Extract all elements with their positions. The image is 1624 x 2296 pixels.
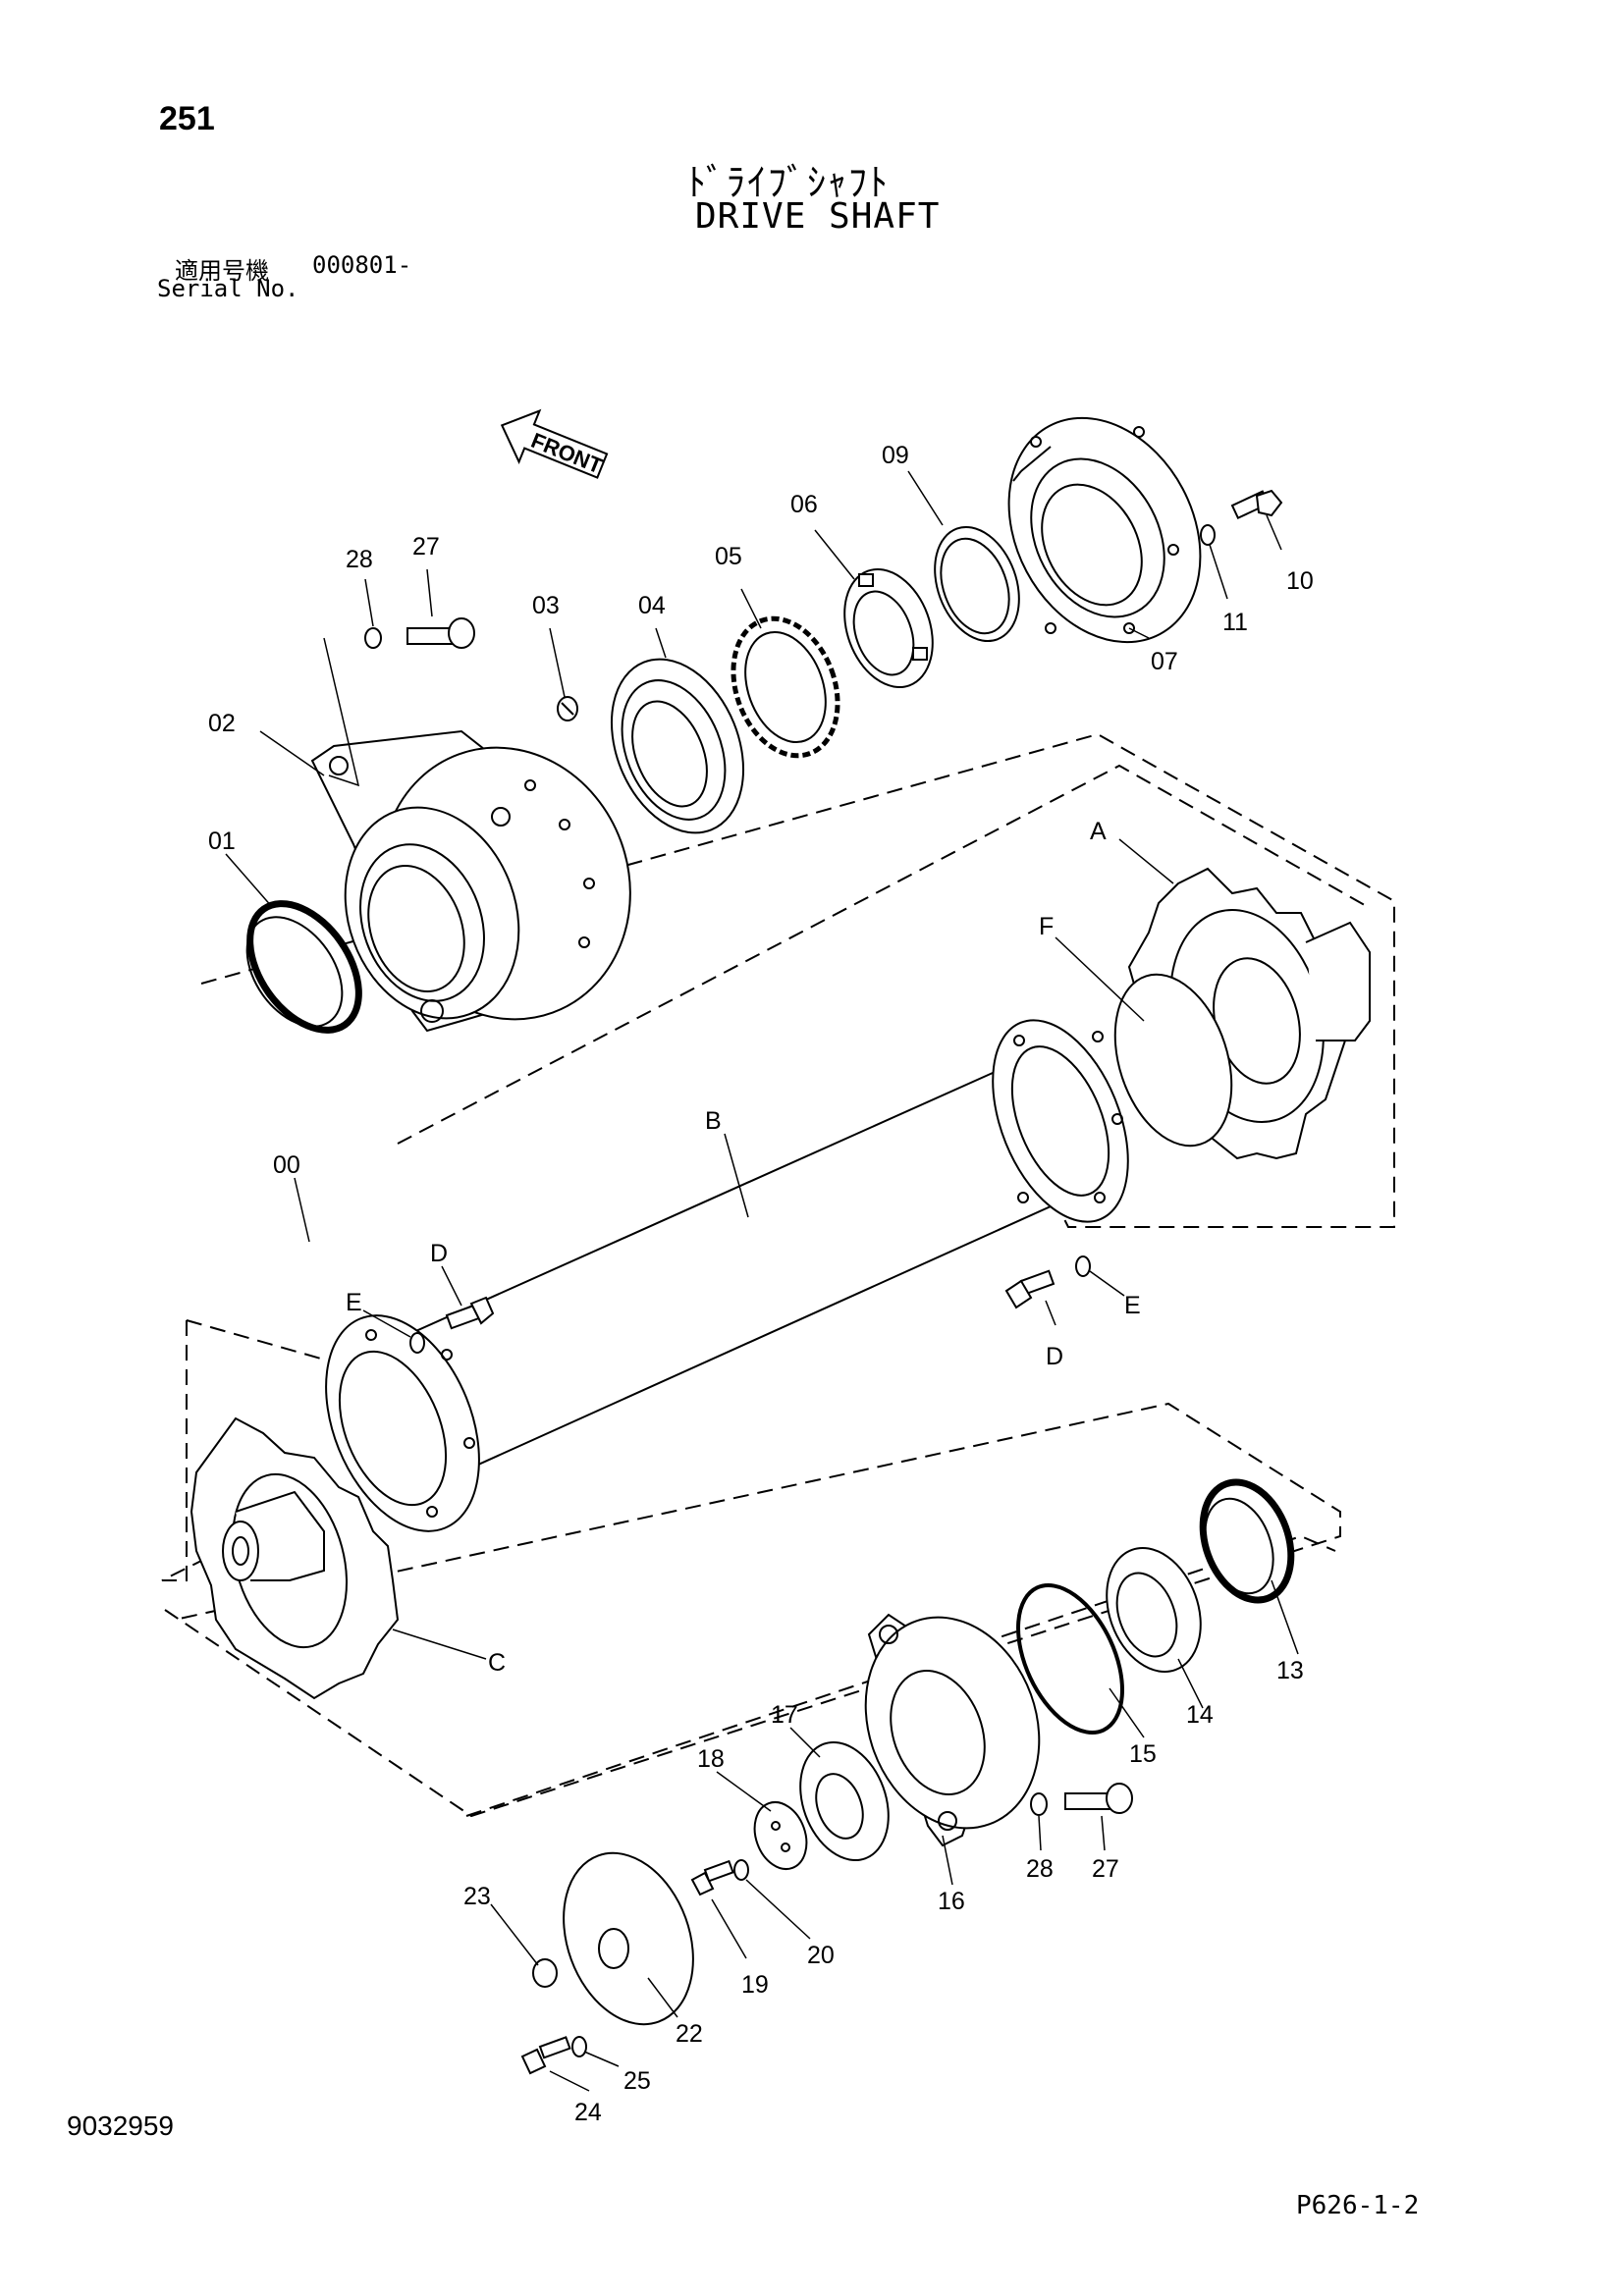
part-11-washer <box>1200 524 1216 546</box>
callout-07: 07 <box>1151 648 1178 675</box>
callout-20: 20 <box>807 1942 835 1969</box>
part-01-floating-seal <box>245 900 362 1034</box>
callout-05: 05 <box>715 543 742 570</box>
callout-15: 15 <box>1129 1740 1157 1768</box>
callout-28-lower: 28 <box>1026 1855 1054 1883</box>
title-japanese: ﾄﾞﾗｲﾌﾞｼｬﾌﾄ <box>687 161 891 204</box>
part-D-bolt-right <box>1004 1269 1056 1309</box>
callout-09: 09 <box>882 442 909 469</box>
part-27-bolt-lower <box>1064 1783 1133 1814</box>
front-arrow-label: FRONT <box>528 428 607 479</box>
part-10-bolt <box>1230 489 1283 520</box>
part-15-o-ring <box>1016 1583 1124 1735</box>
part-D-bolt-left <box>445 1296 495 1330</box>
part-B-shaft-tube <box>325 1019 1129 1532</box>
callout-25: 25 <box>623 2067 651 2095</box>
part-F-cover-plate <box>1113 973 1233 1148</box>
callout-22: 22 <box>676 2020 703 2048</box>
callout-28-upper: 28 <box>346 546 373 573</box>
upper-group-inner-boundary <box>397 764 1371 1145</box>
part-06-lock-nut <box>843 567 934 689</box>
leader-lines <box>225 470 1299 2092</box>
drawing-number: 9032959 <box>67 2110 175 2141</box>
part-28-washer-lower <box>1030 1792 1048 1816</box>
title-english: DRIVE SHAFT <box>695 196 941 237</box>
callout-E-left: E <box>346 1289 362 1316</box>
part-16-bearing-housing <box>864 1613 1041 1847</box>
callout-16: 16 <box>938 1888 965 1915</box>
serial-label-japanese: 適用号機 <box>175 257 269 285</box>
callout-E-right: E <box>1124 1292 1141 1319</box>
part-27-bolt-upper <box>406 617 475 649</box>
shaft-group-boundary <box>161 1320 202 1581</box>
callout-labels: 02 01 03 04 05 06 09 07 11 10 28 27 A F … <box>208 442 1314 2126</box>
part-18-retainer-plate <box>753 1801 808 1870</box>
callout-23: 23 <box>463 1883 491 1910</box>
callout-18: 18 <box>697 1745 725 1773</box>
part-28-washer-upper <box>364 627 382 649</box>
part-05-lock-washer <box>731 615 840 759</box>
shaft-group-boundary-top <box>186 1319 411 1385</box>
part-09-seal-ring <box>934 525 1020 643</box>
callout-13: 13 <box>1276 1657 1304 1684</box>
callout-11: 11 <box>1222 609 1248 636</box>
callout-06: 06 <box>790 491 818 518</box>
callout-27-upper: 27 <box>412 533 440 561</box>
callout-00: 00 <box>273 1151 300 1179</box>
callout-17: 17 <box>771 1701 798 1729</box>
serial-value: 000801- <box>312 251 412 279</box>
part-25-washer <box>571 2036 587 2057</box>
part-C-sprocket-lower <box>189 1416 400 1700</box>
part-E-washer-left <box>409 1332 425 1354</box>
part-04-roller-bearing <box>610 658 745 834</box>
upper-group-boundary <box>200 732 1395 1228</box>
front-arrow-icon: FRONT <box>500 408 609 479</box>
callout-C: C <box>488 1649 506 1677</box>
callout-D-right: D <box>1046 1343 1063 1370</box>
callout-03: 03 <box>532 592 560 619</box>
part-19-bolt <box>690 1859 734 1896</box>
callout-27-lower: 27 <box>1092 1855 1119 1883</box>
part-02-bearing-housing <box>310 729 631 1033</box>
part-23-plug <box>532 1958 558 1988</box>
lower-group-boundary <box>164 1402 1341 1818</box>
page-number: 251 <box>159 100 215 137</box>
part-E-washer-right <box>1075 1255 1091 1277</box>
callout-01: 01 <box>208 828 236 855</box>
serial-label-english: Serial No. <box>157 275 299 302</box>
part-14-seal-holder <box>1106 1547 1202 1673</box>
part-20-washer <box>733 1859 749 1881</box>
callout-19: 19 <box>741 1971 769 1999</box>
callout-10: 10 <box>1286 567 1314 595</box>
part-03-plug <box>557 696 578 721</box>
sheet-code: P626-1-2 <box>1296 2191 1420 2220</box>
part-22-cover <box>563 1851 694 2026</box>
callout-F: F <box>1039 913 1054 940</box>
callout-02: 02 <box>208 710 236 737</box>
part-24-bolt <box>520 2036 571 2075</box>
callout-24: 24 <box>574 2099 602 2126</box>
part-13-floating-seal <box>1199 1478 1295 1604</box>
part-07-flange-housing <box>1007 416 1202 644</box>
callout-D-left: D <box>430 1240 448 1267</box>
callout-04: 04 <box>638 592 666 619</box>
callout-A: A <box>1090 818 1107 845</box>
part-17-ball-bearing <box>799 1740 890 1862</box>
callout-14: 14 <box>1186 1701 1214 1729</box>
callout-B: B <box>705 1107 722 1135</box>
